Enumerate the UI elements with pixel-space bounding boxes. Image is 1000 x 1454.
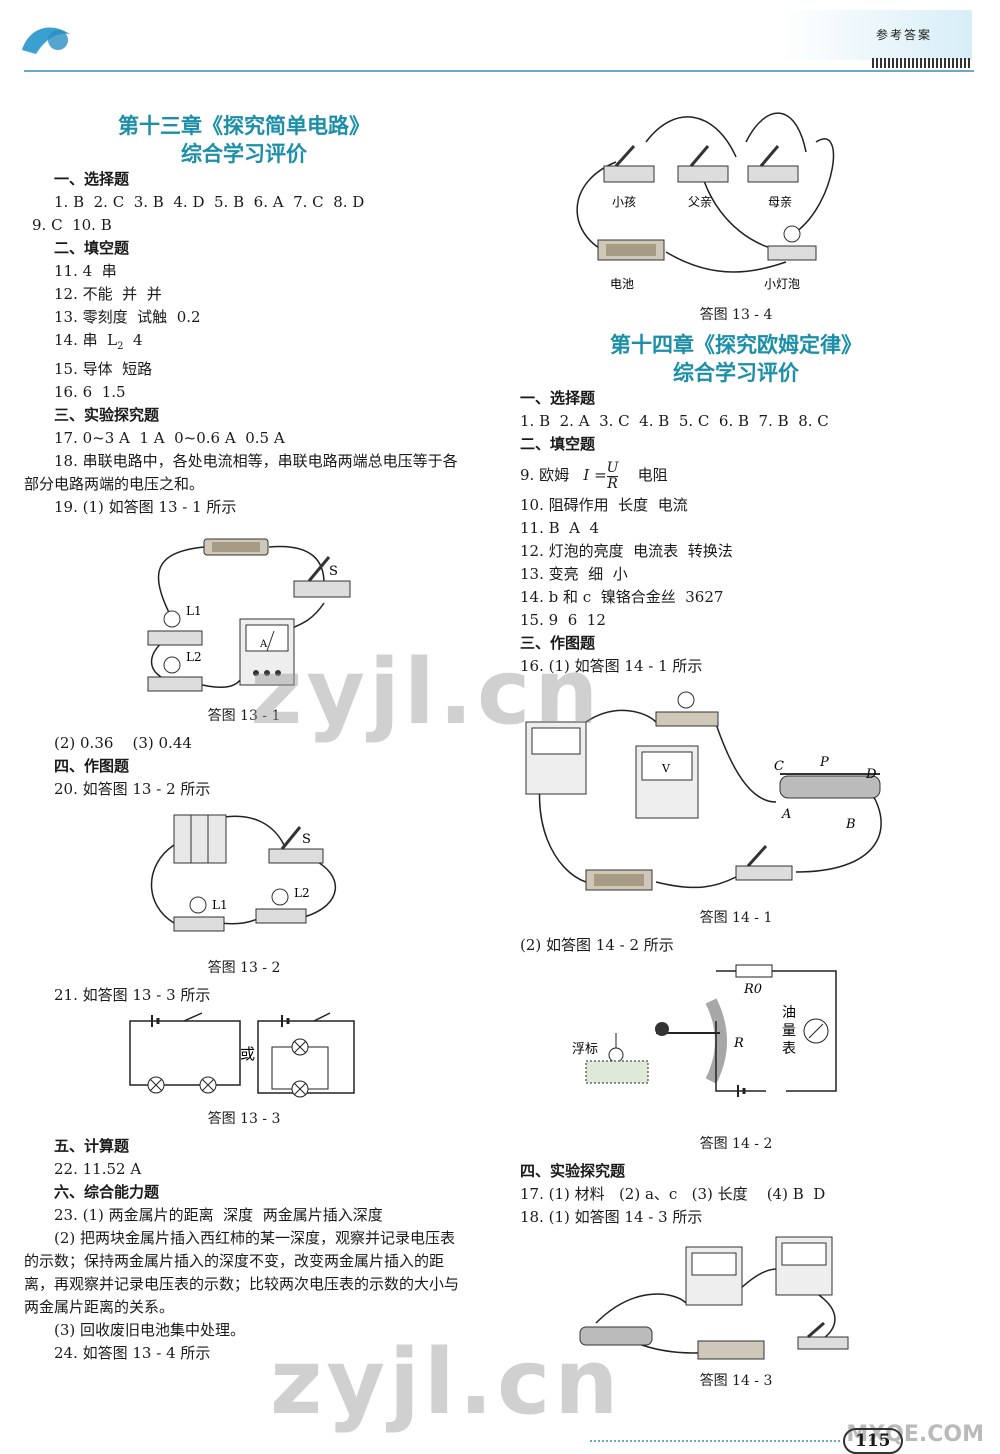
- answer-line: 15. 导体 短路: [54, 360, 153, 378]
- answer-line: 18. (1) 如答图 14 - 3 所示: [520, 1208, 703, 1226]
- answer-paragraph: 18. 串联电路中，各处电流相等，串联电路两端总电压等于各部分电路两端的电压之和…: [24, 452, 458, 493]
- answer-line: (2) 如答图 14 - 2 所示: [520, 936, 674, 954]
- answer-line: 1. B 2. C 3. B 4. D 5. B 6. A 7. C 8. D: [54, 193, 365, 211]
- rheostat-terminal-label: B: [845, 817, 856, 832]
- section-heading: 一、选择题: [520, 389, 596, 407]
- switch-label: S: [329, 564, 338, 579]
- answer-line: 19. (1) 如答图 13 - 1 所示: [54, 498, 237, 516]
- chapter14-subtitle: 综合学习评价: [673, 360, 799, 385]
- answer-paragraph: (2) 把两块金属片插入西红柿的某一深度，观察并记录电压表的示数；保持两金属片插…: [24, 1229, 460, 1316]
- figure-caption: 答图 13 - 3: [207, 1111, 281, 1127]
- answer-line: 1. B 2. A 3. C 4. B 5. C 6. B 7. B 8. C: [520, 412, 829, 430]
- answer-line: 14. 串 L2 4: [54, 331, 143, 352]
- section-heading: 六、综合能力题: [54, 1183, 160, 1201]
- watermark-corner: MXQE.COM: [846, 1422, 984, 1447]
- figure-13-3: 或: [24, 1011, 464, 1105]
- figure-14-2: R0 R 油 量 表 浮标: [516, 961, 956, 1130]
- gauge-label: 油: [782, 1005, 796, 1021]
- answer-line: (3) 回收废旧电池集中处理。: [54, 1321, 246, 1339]
- r0-label: R0: [743, 982, 762, 997]
- figure-13-4: 小孩 父亲 母亲 电池 小灯泡: [516, 82, 956, 301]
- answer-line: 16. (1) 如答图 14 - 1 所示: [520, 657, 703, 675]
- lamp-label: L2: [294, 886, 310, 900]
- figure-caption: 答图 14 - 2: [699, 1136, 773, 1152]
- figure-14-3: [516, 1233, 956, 1367]
- right-column: 小孩 父亲 母亲 电池 小灯泡 答图 13 - 4 第十四章《探究欧姆定律》 综…: [516, 78, 956, 1397]
- answer-line: 12. 灯泡的亮度 电流表 转换法: [520, 542, 733, 560]
- child-label: 小孩: [612, 195, 636, 209]
- bulb-label: 小灯泡: [764, 277, 800, 291]
- footer-dotted-line: [590, 1440, 840, 1442]
- answer-line: 12. 不能 并 并: [54, 285, 162, 303]
- ammeter-symbol: A: [259, 639, 268, 650]
- lamp-label: L1: [186, 604, 202, 618]
- float-label: 浮标: [572, 1042, 598, 1057]
- answer-line: 16. 6 1.5: [54, 383, 126, 401]
- section-heading: 四、作图题: [54, 757, 130, 775]
- section-heading: 四、实验探究题: [520, 1162, 626, 1180]
- chapter13-title: 第十三章《探究简单电路》: [118, 113, 370, 138]
- figure-13-2: S L1 L2: [24, 805, 464, 954]
- voltmeter-symbol: V: [661, 762, 671, 775]
- figure-14-1: V C P D A B: [516, 682, 956, 904]
- rheostat-terminal-label: P: [819, 755, 829, 770]
- header-divider: [24, 70, 974, 72]
- mother-label: 母亲: [768, 195, 792, 209]
- answer-line: 23. (1) 两金属片的距离 深度 两金属片插入深度: [54, 1206, 383, 1224]
- answer-line: 21. 如答图 13 - 3 所示: [54, 986, 211, 1004]
- section-heading: 二、填空题: [520, 435, 596, 453]
- publisher-logo: [18, 10, 78, 64]
- answer-line: 10. 阻碍作用 长度 电流: [520, 496, 688, 514]
- figure-13-1: S L1 L2 A: [24, 523, 464, 702]
- lamp-label: L2: [186, 650, 202, 664]
- header-tag: 参考答案: [782, 10, 972, 60]
- answer-line: 14. b 和 c 镍铬合金丝 3627: [520, 588, 724, 606]
- answer-line: 17. (1) 材料 (2) a、c (3) 长度 (4) B D: [520, 1185, 826, 1203]
- header-barcode-decoration: [872, 58, 972, 68]
- answer-line: 15. 9 6 12: [520, 611, 606, 629]
- figure-caption: 答图 13 - 2: [207, 960, 281, 976]
- section-heading: 五、计算题: [54, 1137, 130, 1155]
- page-number: 115: [843, 1428, 903, 1454]
- section-heading: 一、选择题: [54, 170, 130, 188]
- answer-line: 24. 如答图 13 - 4 所示: [54, 1344, 211, 1362]
- section-heading: 二、填空题: [54, 239, 130, 257]
- answer-line: 20. 如答图 13 - 2 所示: [54, 780, 211, 798]
- r-label: R: [733, 1036, 744, 1051]
- answer-line: 22. 11.52 A: [54, 1160, 142, 1178]
- chapter13-subtitle: 综合学习评价: [181, 141, 307, 166]
- father-label: 父亲: [688, 195, 712, 209]
- rheostat-terminal-label: C: [774, 759, 784, 774]
- gauge-label: 表: [782, 1041, 796, 1057]
- figure-caption: 答图 13 - 4: [699, 307, 773, 323]
- answer-line: 13. 零刻度 试触 0.2: [54, 308, 201, 326]
- gauge-label: 量: [782, 1023, 796, 1039]
- switch-label: S: [302, 832, 311, 847]
- rheostat-terminal-label: A: [781, 807, 791, 822]
- answer-line: 17. 0~3 A 1 A 0~0.6 A 0.5 A: [54, 429, 285, 447]
- or-label: 或: [240, 1045, 255, 1063]
- rheostat-terminal-label: D: [865, 767, 877, 782]
- figure-caption: 答图 14 - 1: [699, 910, 773, 926]
- figure-caption: 答图 13 - 1: [207, 708, 281, 724]
- figure-caption: 答图 14 - 3: [699, 1373, 773, 1389]
- answer-line: 11. B A 4: [520, 519, 600, 537]
- answer-line: 9. C 10. B: [32, 216, 112, 234]
- lamp-label: L1: [212, 898, 228, 912]
- chapter14-title: 第十四章《探究欧姆定律》: [610, 332, 862, 357]
- answer-line: 11. 4 串: [54, 262, 117, 280]
- answer-line: 13. 变亮 细 小: [520, 565, 628, 583]
- left-column: 第十三章《探究简单电路》 综合学习评价 一、选择题 1. B 2. C 3. B…: [24, 112, 464, 1365]
- section-heading: 三、实验探究题: [54, 406, 160, 424]
- section-heading: 三、作图题: [520, 634, 596, 652]
- answer-line: (2) 0.36 (3) 0.44: [54, 734, 192, 752]
- battery-label: 电池: [610, 277, 634, 291]
